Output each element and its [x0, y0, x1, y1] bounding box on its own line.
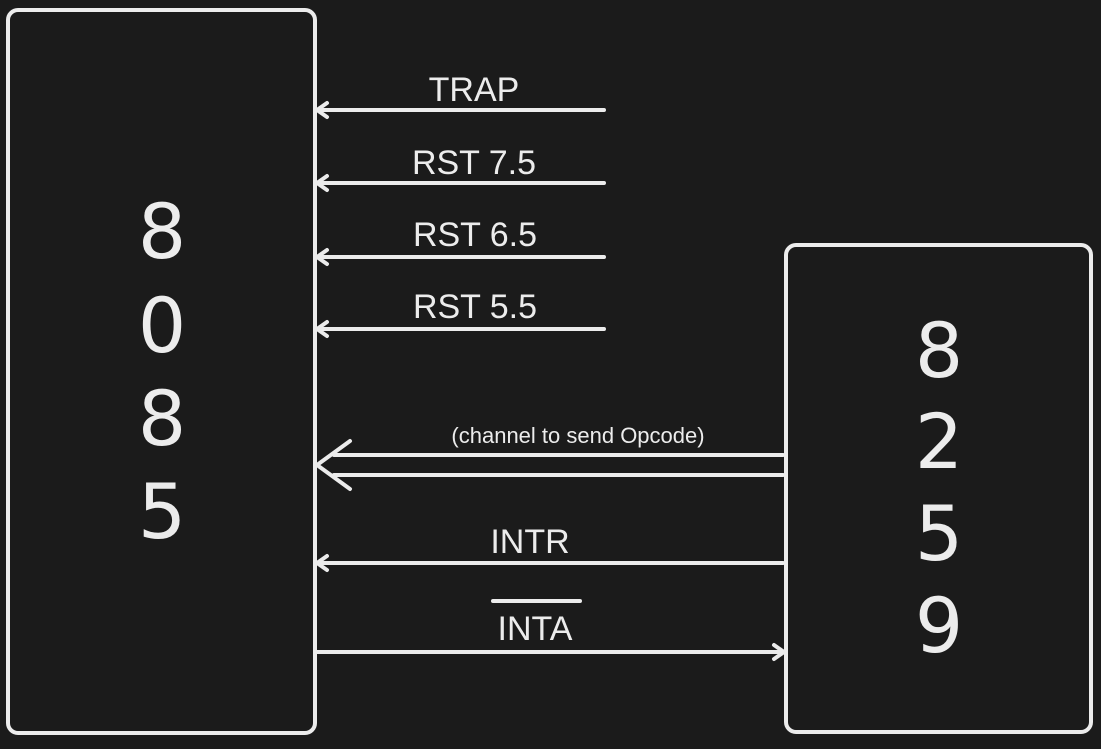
intr-label: INTR [490, 523, 569, 561]
rst55-label: RST 5.5 [413, 288, 537, 326]
rst65-line: RST 6.5 [315, 216, 606, 266]
pic-8259-block: 8 2 5 9 [784, 243, 1093, 734]
trap-arrow [315, 101, 606, 119]
rst55-line: RST 5.5 [315, 288, 606, 338]
pic-digit-3: 5 [915, 489, 963, 578]
rst75-label: RST 7.5 [412, 144, 536, 182]
opcode-channel-label: (channel to send Opcode) [451, 423, 704, 448]
rst55-arrow [315, 320, 606, 338]
pic-digit-2: 2 [915, 397, 963, 486]
intr-arrow [315, 554, 785, 572]
pic-8259-box [784, 243, 1093, 734]
cpu-digit-3: 8 [138, 374, 186, 463]
cpu-8085-box [6, 8, 317, 735]
cpu-8085-block: 8 0 8 5 [6, 8, 317, 735]
rst75-line: RST 7.5 [315, 144, 606, 192]
cpu-digit-2: 0 [138, 281, 186, 370]
pic-digit-1: 8 [915, 306, 963, 395]
trap-line: TRAP [315, 71, 606, 119]
pic-digit-4: 9 [915, 581, 963, 670]
opcode-channel: (channel to send Opcode) [315, 423, 785, 491]
cpu-digit-4: 5 [138, 467, 186, 556]
rst75-arrow [315, 174, 606, 192]
inta-label: INTA [498, 610, 573, 648]
trap-label: TRAP [429, 71, 520, 109]
inta-line: INTA [315, 599, 786, 661]
opcode-channel-arrow [315, 439, 785, 491]
rst65-label: RST 6.5 [413, 216, 537, 254]
cpu-digit-1: 8 [138, 187, 186, 276]
intr-line: INTR [315, 523, 785, 572]
rst65-arrow [315, 248, 606, 266]
inta-arrow [315, 643, 786, 661]
